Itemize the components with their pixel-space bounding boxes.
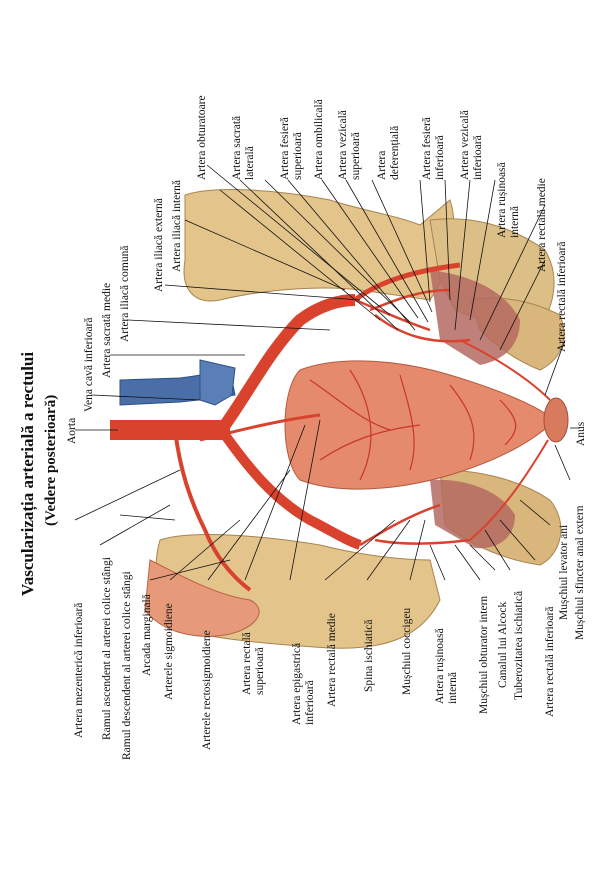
label-art-obturatoare: Artera obturatoare <box>196 95 208 180</box>
label-art-sacrata-laterala-2: laterală <box>244 146 256 180</box>
rectal-artery-left <box>469 439 549 541</box>
label-vena-cava: Vena cavă inferioară <box>83 318 95 413</box>
label-ms-sfincter: Mușchiul sfincter anal extern <box>574 505 586 640</box>
levator-muscle-left <box>430 479 515 549</box>
label-art-vezicala-inf-1: Artera vezicală <box>459 110 471 180</box>
label-canal-alcock: Canalul lui Alcock <box>497 602 509 688</box>
illustration <box>110 189 569 649</box>
label-ms-obturator: Mușchiul obturator intern <box>478 596 490 714</box>
label-art-vezicala-sup-1: Artera vezicală <box>337 110 349 180</box>
label-art-rusinoasa-int-r-1: Artera rușinoasă <box>496 162 508 238</box>
anal-canal <box>543 397 569 443</box>
label-art-sacrata-laterala-1: Artera sacrată <box>231 116 243 180</box>
label-art-sacrata-medie: Artera sacrată medie <box>101 283 113 378</box>
label-art-rectala-sup-2: superioară <box>254 647 266 695</box>
label-ram-ascendent: Ramul ascendent al arterei colice stângi <box>101 557 113 740</box>
label-art-fesiera-inf-1: Artera fesieră <box>421 117 433 180</box>
label-art-fesiera-sup-1: Artera fesieră <box>279 117 291 180</box>
label-art-iliaca-comuna: Artera iliacă comună <box>119 246 131 342</box>
label-tuberozitate: Tuberozitatea ischiatică <box>513 591 525 700</box>
common-iliac-vein <box>199 359 236 406</box>
label-art-rectala-inf-l: Artera rectală inferioară <box>544 607 556 717</box>
label-art-epigastrica-2: inferioară <box>304 680 316 725</box>
label-aorta: Aorta <box>66 418 78 444</box>
label-art-deferentiala-2: deferențială <box>389 126 401 180</box>
label-art-rectala-medie-l: Artera rectală medie <box>326 613 338 707</box>
label-ram-descendent: Ramul descendent al arterei colice stâng… <box>121 571 133 760</box>
label-ms-coccigeu: Mușchiul coccigeu <box>401 608 413 695</box>
inferior-mesenteric-artery <box>173 429 252 592</box>
title-block: Vascularizația arterială a rectului (Ved… <box>18 352 59 596</box>
iliac-bone-top <box>183 189 455 302</box>
internal-iliac-branch-top <box>354 288 471 343</box>
label-art-rusinoasa-int-l-2: internă <box>447 672 459 704</box>
label-art-rectala-sup-1: Artera rectală <box>241 632 253 695</box>
leader-lines <box>74 164 580 581</box>
label-art-epigastrica-1: Artera epigastrică <box>291 643 303 725</box>
label-art-vezicala-inf-2: inferioară <box>472 135 484 180</box>
internal-iliac-branch-bottom <box>359 503 471 547</box>
label-art-rusinoasa-int-l-1: Artera rușinoasă <box>434 628 446 704</box>
labels: Aorta Vena cavă inferioară Artera sacrat… <box>66 95 587 760</box>
label-art-iliaca-interna: Artera iliacă internă <box>171 180 183 272</box>
rectal-vessels-net <box>309 369 517 481</box>
label-ms-levator: Mușchiul levator ani <box>558 525 570 620</box>
label-anus: Anus <box>575 421 587 446</box>
label-art-rectala-inf-r: Artera rectală inferioară <box>556 242 568 352</box>
sigmoid-colon <box>144 559 260 637</box>
common-iliac-artery-top <box>220 294 356 429</box>
label-art-ombilicala: Artera ombilicală <box>313 99 325 180</box>
label-spina: Spina ischiatică <box>363 620 375 693</box>
label-art-rectosigmoidiene: Arterele rectosigmoidiene <box>201 630 213 750</box>
label-art-fesiera-inf-2: inferioară <box>434 135 446 180</box>
label-art-rectala-medie-r: Artera rectală medie <box>536 178 548 272</box>
aorta-vessel <box>110 420 230 440</box>
rectal-artery-right <box>459 339 551 401</box>
label-art-deferentiala-1: Artera <box>376 151 388 180</box>
label-art-rusinoasa-int-r-2: internă <box>509 206 521 238</box>
diagram-subtitle: (Vedere posterioară) <box>43 395 59 526</box>
common-iliac-artery-bottom <box>220 432 362 550</box>
label-arcada-marginala: Arcada marginală <box>141 594 153 676</box>
label-art-sigmoidiene: Arterele sigmoidiene <box>163 603 175 700</box>
label-art-vezicala-sup-2: superioară <box>350 132 362 180</box>
label-art-iliaca-externa: Artera iliacă externă <box>153 198 165 292</box>
label-art-fesiera-sup-2: superioară <box>292 132 304 180</box>
superior-rectal-artery <box>199 413 321 442</box>
label-art-mezenterica: Artera mezenterică inferioară <box>73 603 85 738</box>
diagram-title: Vascularizația arterială a rectului <box>18 352 38 596</box>
